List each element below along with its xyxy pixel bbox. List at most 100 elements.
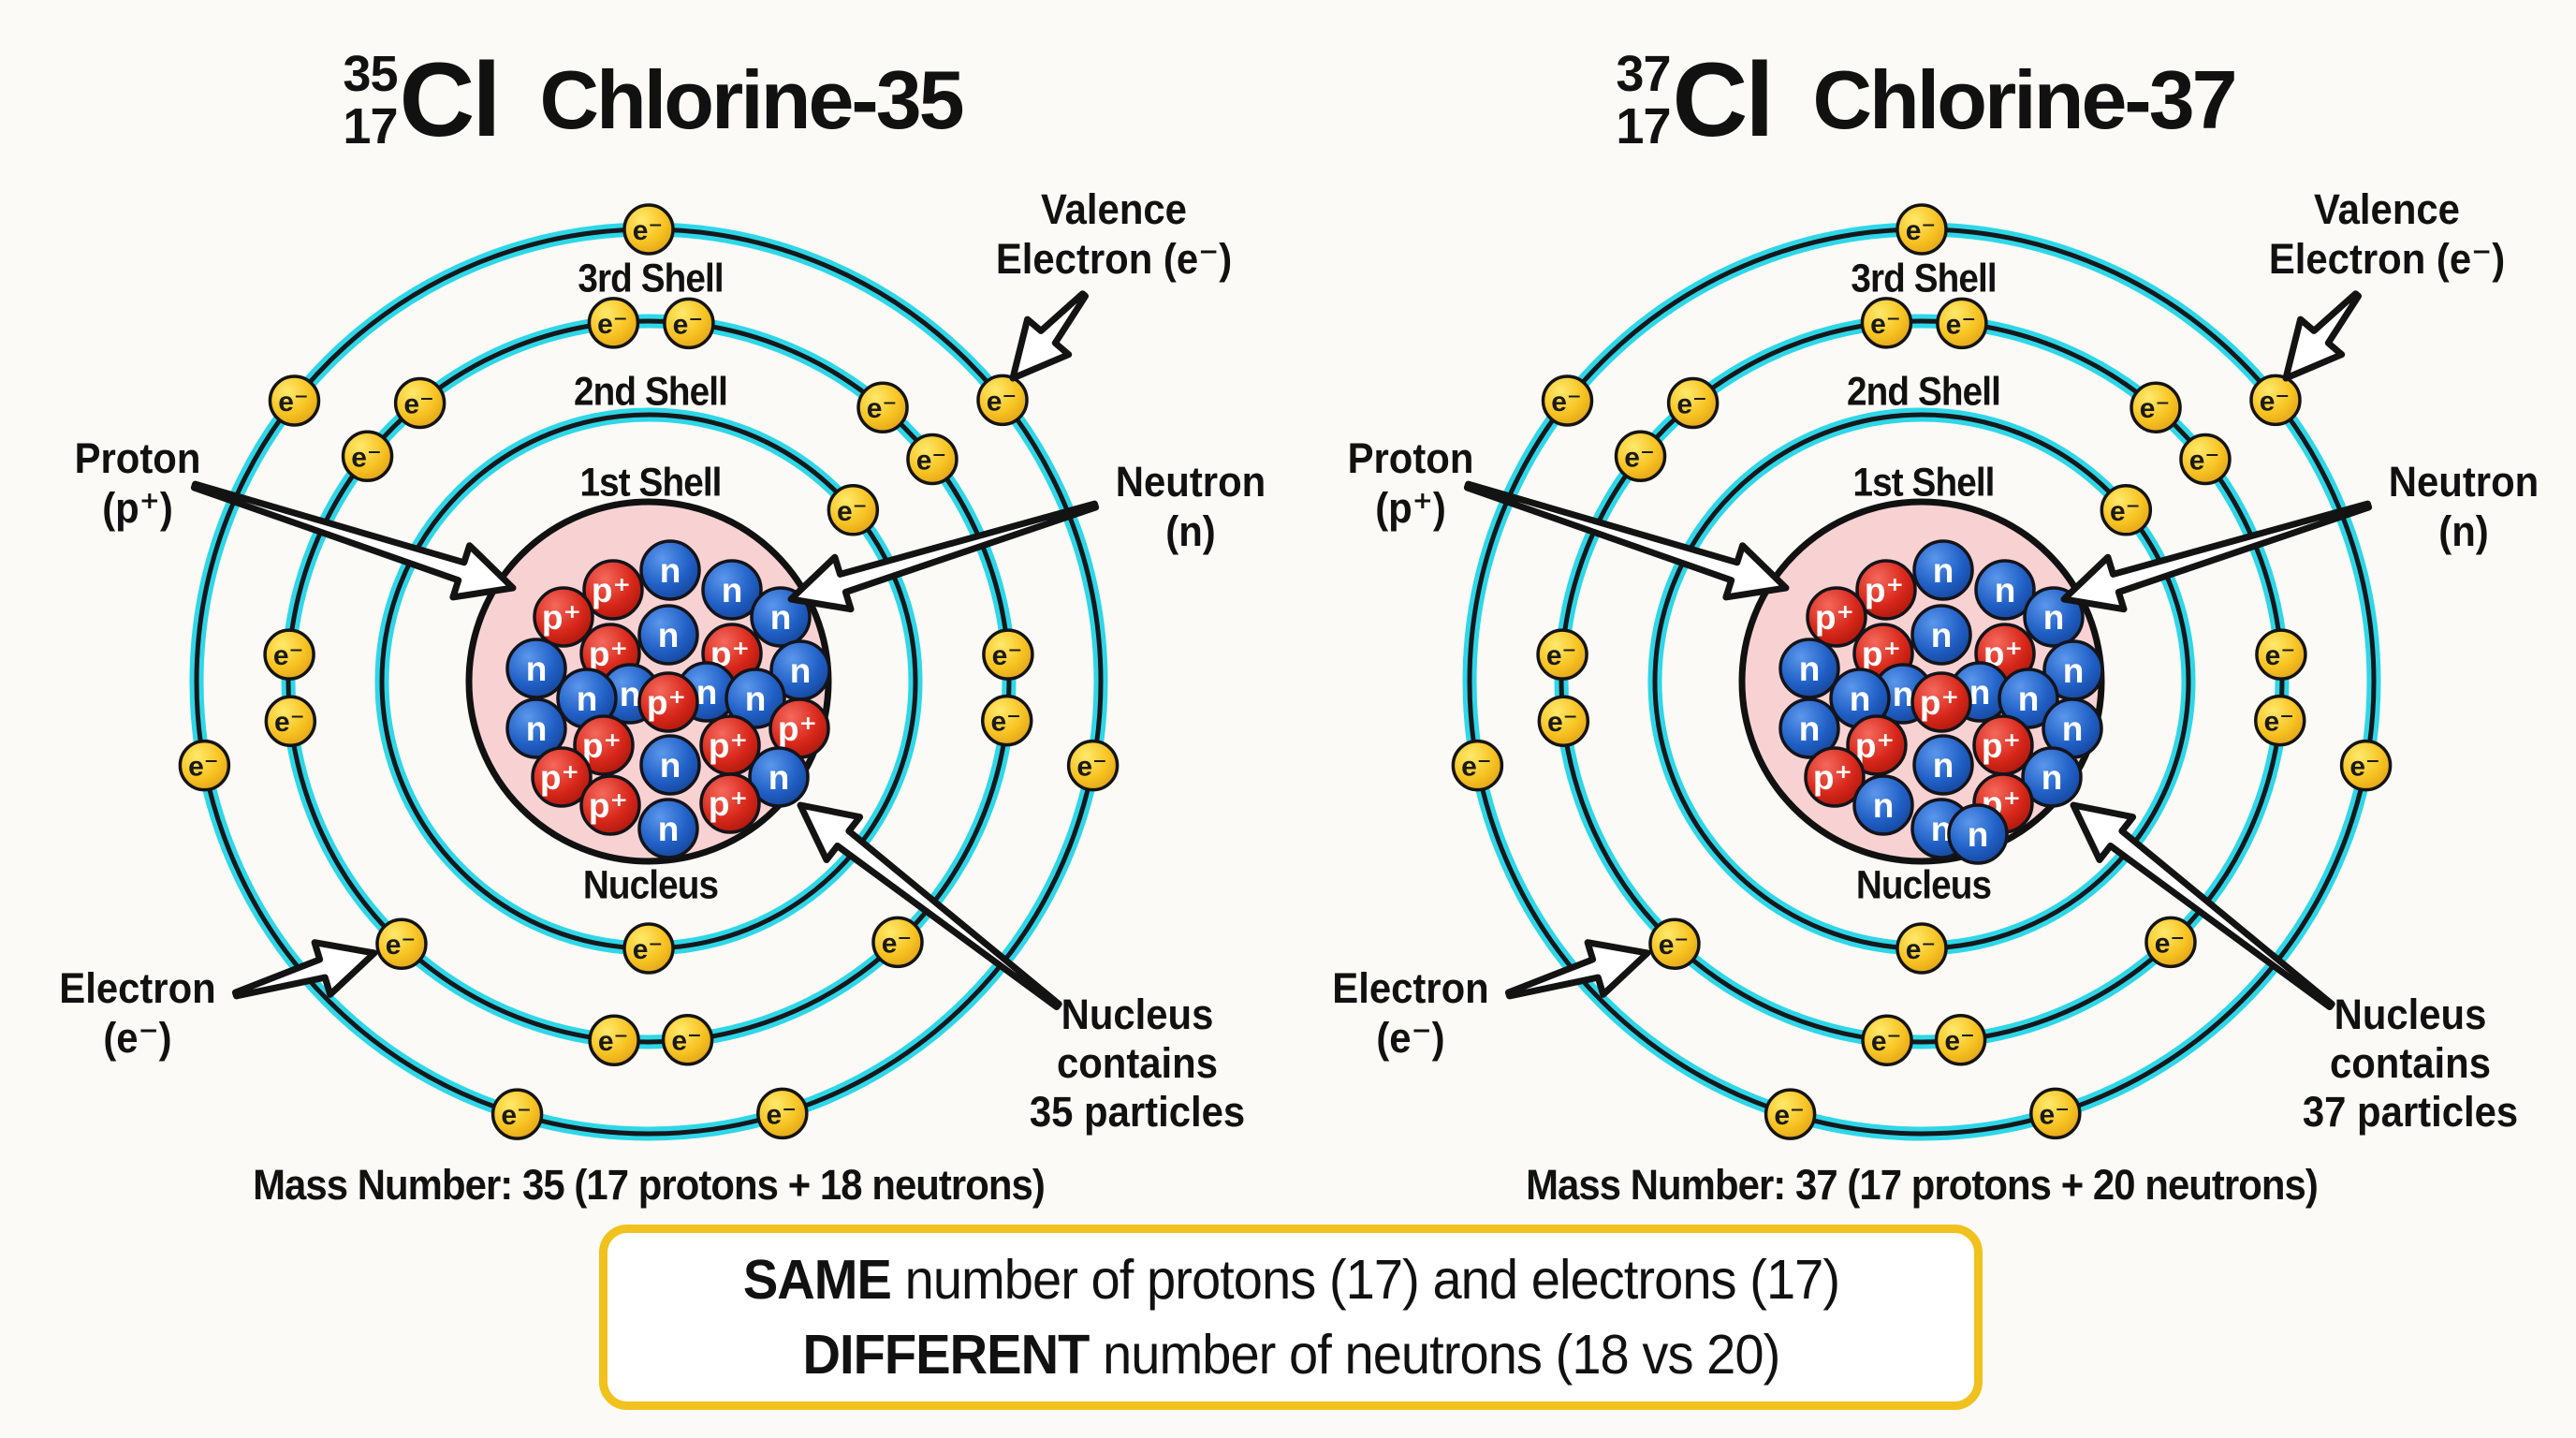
neutron-particle: n <box>637 798 699 859</box>
svg-text:p⁺: p⁺ <box>542 598 581 637</box>
proton-particle: p⁺ <box>1972 714 2034 776</box>
svg-text:e⁻: e⁻ <box>2349 752 2380 783</box>
svg-text:n: n <box>1799 650 1821 688</box>
svg-text:e⁻: e⁻ <box>867 393 898 424</box>
electron: e⁻ <box>1666 376 1720 430</box>
neutron-arrow <box>2060 500 2373 613</box>
svg-text:n: n <box>620 675 641 713</box>
electron: e⁻ <box>1764 1088 1817 1140</box>
svg-text:n: n <box>2018 680 2040 718</box>
svg-text:n: n <box>1893 675 1914 713</box>
electron: e⁻ <box>2029 1087 2082 1140</box>
svg-text:e⁻: e⁻ <box>386 930 417 961</box>
svg-text:n: n <box>2062 710 2084 748</box>
electron: e⁻ <box>622 922 675 975</box>
neutron-particle: n <box>1998 668 2059 729</box>
neutron-particle: n <box>769 639 831 701</box>
neutron-particle: n <box>639 539 701 601</box>
element-symbol: Cl <box>399 41 501 158</box>
electron: e⁻ <box>1860 297 1913 349</box>
neutron-particle: n <box>1852 774 1914 836</box>
svg-text:e⁻: e⁻ <box>274 707 305 738</box>
proton-particle: p⁺ <box>573 714 635 776</box>
isotope-title-chlorine-37: 37 17 Cl Chlorine-37 <box>1616 30 2237 170</box>
electron: e⁻ <box>1648 917 1701 970</box>
electron: e⁻ <box>2130 381 2182 433</box>
electron: e⁻ <box>1451 739 1504 792</box>
electron: e⁻ <box>2100 484 2153 536</box>
svg-text:p⁺: p⁺ <box>1815 598 1854 637</box>
svg-text:n: n <box>1933 551 1954 590</box>
electron-callout: Electron (e⁻) <box>1332 963 1488 1063</box>
proton-particle: p⁺ <box>699 714 761 776</box>
svg-text:e⁻: e⁻ <box>598 1026 629 1057</box>
svg-text:e⁻: e⁻ <box>1870 309 1901 340</box>
svg-text:e⁻: e⁻ <box>990 707 1021 738</box>
shell-label-3rd: 3rd Shell <box>578 256 724 301</box>
svg-text:p⁺: p⁺ <box>1865 571 1904 609</box>
svg-text:n: n <box>660 746 681 785</box>
electron: e⁻ <box>663 297 715 350</box>
svg-text:p⁺: p⁺ <box>1920 683 1959 722</box>
neutron-callout-line1: Neutron <box>2388 458 2539 506</box>
svg-text:e⁻: e⁻ <box>278 387 309 418</box>
svg-text:e⁻: e⁻ <box>2155 928 2186 959</box>
svg-text:n: n <box>1995 571 2016 609</box>
neutron-particle: n <box>505 638 567 699</box>
nucleus-note-line1: Nucleus <box>1061 990 1214 1038</box>
proton-particle: p⁺ <box>582 559 644 621</box>
proton-arrow <box>1463 480 1790 601</box>
electron: e⁻ <box>264 695 317 747</box>
comparison-line-same: SAME number of protons (17) and electron… <box>742 1248 1839 1312</box>
electron: e⁻ <box>587 297 640 349</box>
svg-text:e⁻: e⁻ <box>1076 752 1107 783</box>
svg-text:p⁺: p⁺ <box>709 785 748 823</box>
svg-text:e⁻: e⁻ <box>992 640 1023 671</box>
proton-particle: p⁺ <box>1804 746 1866 808</box>
electron: e⁻ <box>2339 739 2393 792</box>
nucleus-label: Nucleus <box>582 862 719 908</box>
svg-text:p⁺: p⁺ <box>709 726 748 765</box>
electron-arrow <box>231 939 378 1000</box>
electron: e⁻ <box>1861 1014 1913 1066</box>
proton-callout-line2: (p⁺) <box>102 484 173 532</box>
isotope-name: Chlorine-37 <box>1812 53 2237 146</box>
svg-text:e⁻: e⁻ <box>1461 752 1492 783</box>
svg-text:n: n <box>660 551 681 590</box>
shell-label-2nd: 2nd Shell <box>1847 369 2001 415</box>
svg-text:n: n <box>770 598 792 637</box>
electron: e⁻ <box>1895 922 1948 975</box>
svg-text:p⁺: p⁺ <box>1982 726 2021 765</box>
neutron-particle: n <box>556 668 618 729</box>
mass-number-caption-cl37: Mass Number: 37 (17 protons + 20 neutron… <box>1526 1161 2319 1209</box>
electron: e⁻ <box>827 484 880 536</box>
proton-particle: p⁺ <box>1806 586 1867 648</box>
valence-callout-line1: Valence <box>1041 185 1187 233</box>
neutron-particle: n <box>724 668 786 729</box>
electron: e⁻ <box>2253 694 2306 747</box>
svg-text:e⁻: e⁻ <box>2265 640 2296 671</box>
svg-text:n: n <box>1850 680 1871 718</box>
electron-callout: Electron (e⁻) <box>59 963 215 1063</box>
svg-text:e⁻: e⁻ <box>671 1026 702 1057</box>
neutron-particle: n <box>1912 734 1974 796</box>
svg-text:e⁻: e⁻ <box>987 386 1017 417</box>
electron: e⁻ <box>756 1087 809 1140</box>
atomic-number-subscript: 17 <box>343 98 398 154</box>
shell-label-1st: 1st Shell <box>579 460 722 506</box>
nucleus-label: Nucleus <box>1855 862 1992 908</box>
svg-text:e⁻: e⁻ <box>837 496 868 527</box>
svg-text:n: n <box>577 680 598 718</box>
svg-text:n: n <box>526 710 548 748</box>
proton-particle: p⁺ <box>1910 671 1972 733</box>
neutron-particle: n <box>1974 559 2036 621</box>
proton-callout: Proton (p⁺) <box>1348 433 1474 533</box>
neutron-callout: Neutron (n) <box>2389 457 2539 556</box>
neutron-particle: n <box>2021 746 2083 808</box>
electron: e⁻ <box>856 381 909 433</box>
proton-particle: p⁺ <box>1855 559 1917 621</box>
mass-number-superscript: 35 <box>343 46 398 102</box>
proton-callout-line1: Proton <box>1347 434 1474 482</box>
electron: e⁻ <box>341 430 394 483</box>
